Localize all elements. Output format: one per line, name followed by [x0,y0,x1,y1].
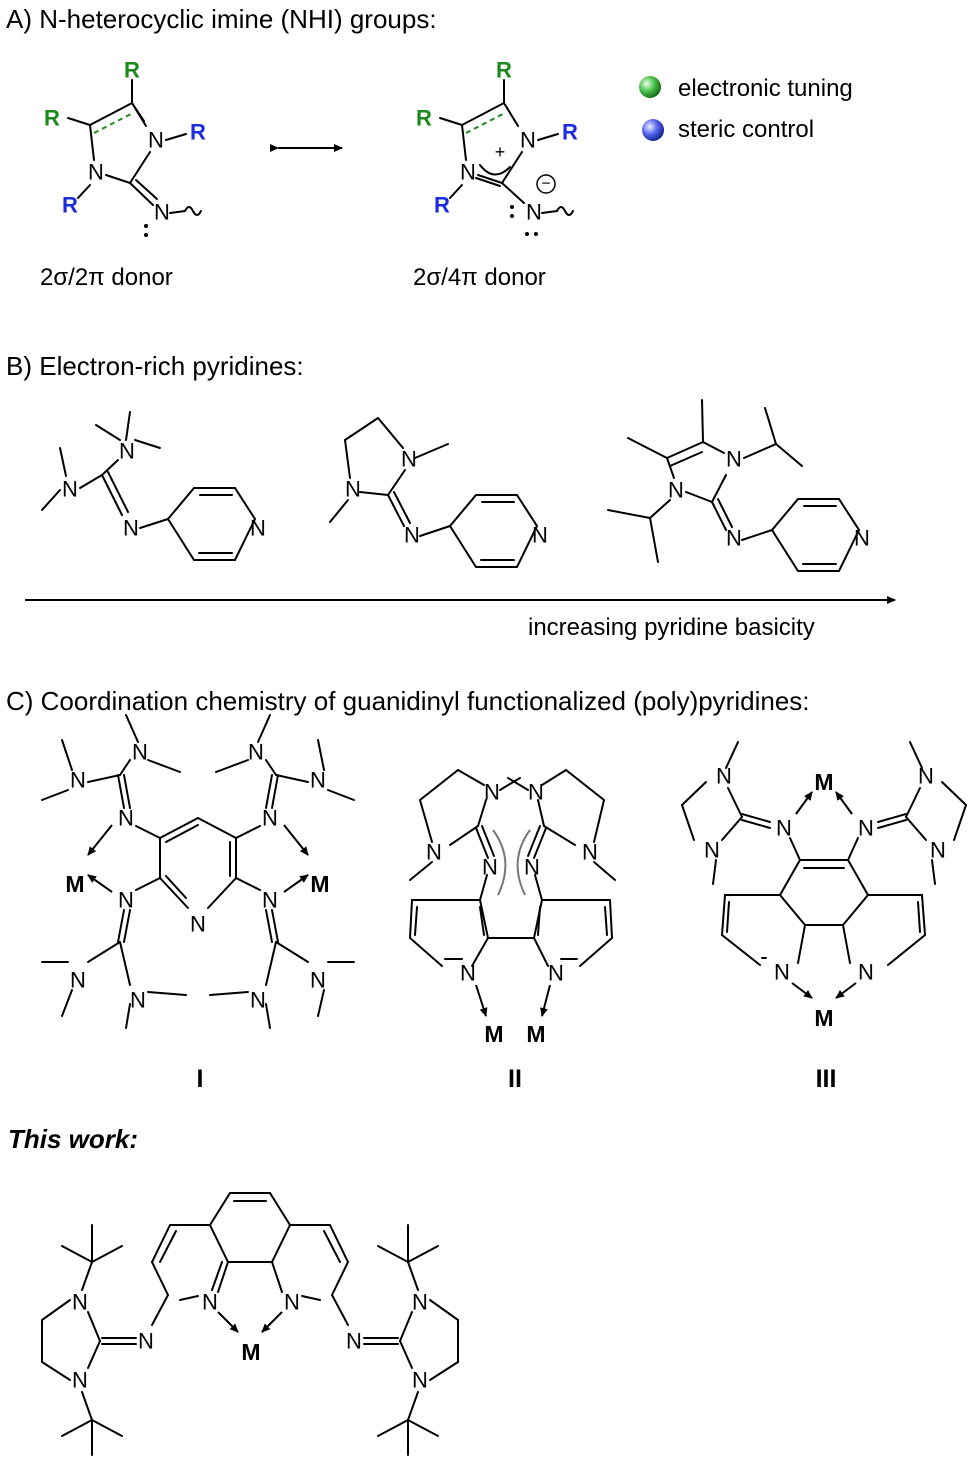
atom-n: N [118,888,134,913]
atom-n: N [426,840,442,865]
metal-m: M [310,871,329,897]
atom-n: N [130,988,146,1013]
atom-n: N [72,1290,88,1315]
metal-m: M [241,1339,260,1365]
metal-m: M [814,769,833,795]
atom-n: N [412,1290,428,1315]
pyridine-1: N N N N [41,411,266,561]
atom-n: N [668,478,684,503]
atom-n: N [310,968,326,993]
atom-n-pyridine: N [548,961,564,986]
compound-i: N N N N N N N N N N N N N M M [41,714,355,1029]
atom-n: N [248,740,264,765]
compound-label-iii: III [816,1065,837,1093]
atom-n3: N [460,160,476,185]
metal-m: M [484,1021,503,1047]
atom-n-pyridine: N [284,1290,300,1315]
atom-n-imine: N [154,200,170,225]
atom-n: N [482,855,498,880]
atom-n: N [262,888,278,913]
legend-electronic-label: electronic tuning [678,75,853,102]
blue-sphere-icon [642,119,664,141]
atom-n: N [119,439,135,464]
atom-n-imine: N [526,200,542,225]
atom-n: N [70,968,86,993]
compound-label-i: I [197,1065,204,1093]
section-c-title: C) Coordination chemistry of guanidinyl … [6,686,810,716]
atom-n: N [484,780,500,805]
atom-n: N [138,1329,154,1354]
atom-n: N [262,806,278,831]
atom-n: N [704,838,720,863]
atom-n: N [62,477,78,502]
atom-n: N [310,768,326,793]
atom-n: N [404,523,420,548]
atom-n: N [123,516,139,541]
atom-n: N [401,447,417,472]
atom-n: N [726,447,742,472]
atom-n: N [528,780,544,805]
atom-n: N [70,768,86,793]
donor-right-label: 2σ/4π donor [413,264,546,291]
atom-r-blue-left: R [62,193,78,218]
nhi-left-structure: R R N R N R N [44,58,206,237]
atom-n-pyridine: N [854,526,870,551]
section-a-title: A) N-heterocyclic imine (NHI) groups: [6,4,437,34]
atom-n: N [250,988,266,1013]
this-work-structure: N N N N N N N N M [41,1192,459,1456]
compound-ii: N N N N N N N N M M [408,769,616,1047]
atom-n: N [132,740,148,765]
atom-n1: N [148,128,164,153]
plus-charge: + [495,142,506,162]
donor-left-label: 2σ/2π donor [40,264,173,291]
atom-n3: N [88,160,104,185]
atom-r-blue-left: R [434,193,450,218]
this-work-title: This work: [8,1124,138,1154]
atom-r-green-left: R [44,106,60,131]
atom-n: N [858,816,874,841]
atom-n: N [582,840,598,865]
atom-n-pyridine: N [190,912,206,937]
atom-n1: N [520,128,536,153]
atom-n: N [412,1368,428,1393]
legend-steric-label: steric control [678,116,814,143]
atom-n-pyridine: N [202,1290,218,1315]
atom-r-green-left: R [416,106,432,131]
atom-n: N [346,1329,362,1354]
compound-iii: N N N N N N N N M M [681,741,967,1031]
pyridine-2: N N N N [329,417,548,568]
atom-n-pyridine: N [858,960,874,985]
metal-m: M [814,1005,833,1031]
atom-n: N [118,806,134,831]
atom-r-green-top: R [124,58,140,83]
atom-n-pyridine: N [460,961,476,986]
compound-label-ii: II [508,1065,522,1093]
atom-n: N [726,526,742,551]
atom-n: N [716,764,732,789]
atom-n: N [930,838,946,863]
atom-n: N [345,477,361,502]
minus-charge: − [541,176,550,193]
atom-n-pyridine: N [250,516,266,541]
atom-n: N [776,816,792,841]
atom-n-pyridine: N [774,960,790,985]
atom-r-green-top: R [496,58,512,83]
atom-n: N [918,764,934,789]
metal-m: M [65,871,84,897]
atom-n-pyridine: N [532,523,548,548]
atom-r-blue-right: R [562,120,578,145]
basicity-arrow-label: increasing pyridine basicity [528,614,815,641]
green-sphere-icon [639,76,661,98]
section-b-title: B) Electron-rich pyridines: [6,351,304,381]
atom-n: N [72,1368,88,1393]
atom-n: N [524,855,540,880]
metal-m: M [526,1021,545,1047]
atom-r-blue-right: R [190,120,206,145]
pyridine-3: N N N N [607,399,870,572]
nhi-right-structure: R R N R N R N + − [416,58,578,236]
legend: electronic tuning steric control [639,75,853,143]
